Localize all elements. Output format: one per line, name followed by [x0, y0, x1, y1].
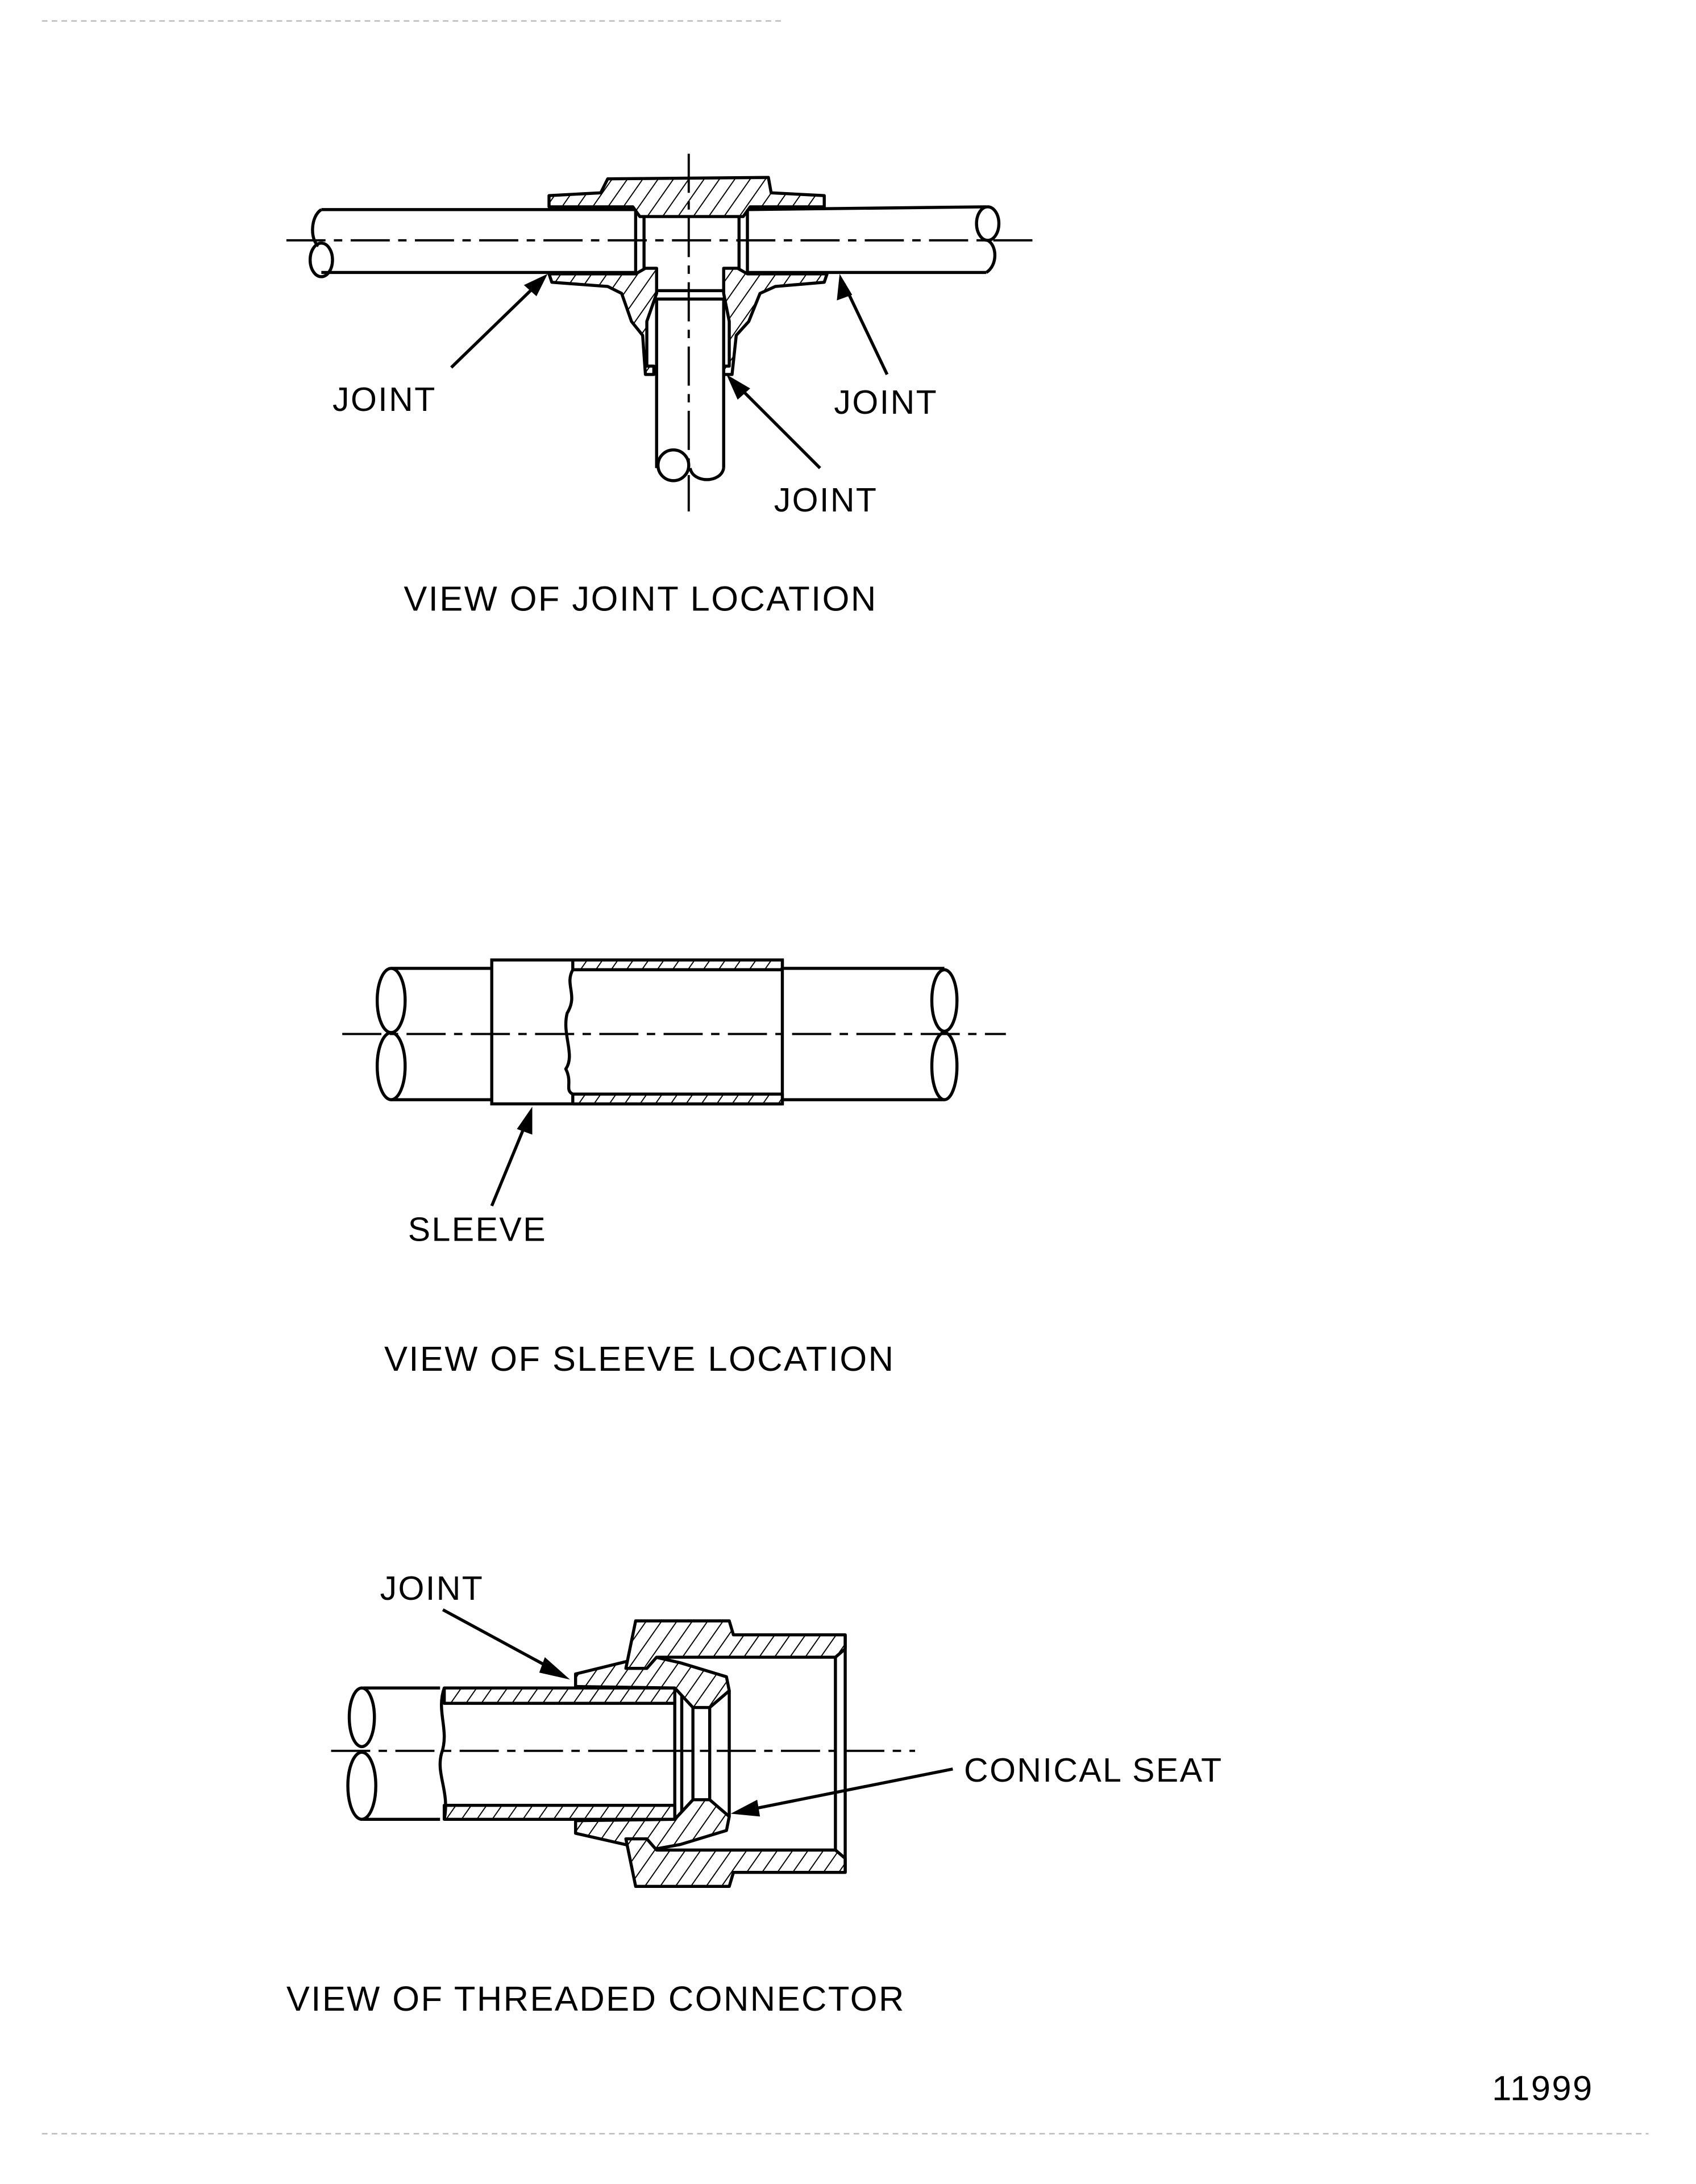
pipe-end-right-lower [930, 1031, 959, 1101]
tee-body-bottom-left [547, 267, 658, 376]
leader-arrow-bottom [731, 378, 821, 469]
threaded-connector-figure: JOINT CONICAL SEAT VIEW OF THREADED CONN… [286, 1570, 1223, 2019]
joint-label: JOINT [380, 1570, 484, 1607]
leader-arrow-conical-seat [743, 1767, 953, 1813]
pipe-end-left [308, 242, 334, 278]
joint-label-left: JOINT [332, 381, 437, 418]
joint-label-right: JOINT [834, 384, 938, 421]
vertical-pipe [655, 299, 725, 468]
horizontal-pipe [321, 205, 987, 274]
pipe-end-right [975, 205, 1001, 242]
leader-arrow-joint [442, 1608, 560, 1674]
leader-arrow-left [450, 278, 543, 369]
sleeve-label: SLEEVE [408, 1210, 547, 1248]
figure-number: 11999 [1492, 2069, 1594, 2108]
leader-arrow-sleeve [490, 1117, 530, 1207]
tee-body-bottom-right [722, 267, 829, 376]
ferrule-bottom [573, 1798, 731, 1852]
conical-seat-label: CONICAL SEAT [964, 1752, 1223, 1789]
tee-fitting-figure: JOINT JOINT JOINT VIEW OF JOINT LOCATION [286, 153, 1034, 618]
ferrule-top [573, 1654, 731, 1709]
tee-body-top [547, 176, 826, 218]
caption-sleeve-location: VIEW OF SLEEVE LOCATION [384, 1339, 895, 1379]
pipe-end [347, 1686, 376, 1749]
leader-arrow-right [842, 282, 889, 376]
pipe-end-left [375, 967, 407, 1034]
joint-label-bottom: JOINT [774, 481, 878, 519]
caption-threaded-connector: VIEW OF THREADED CONNECTOR [286, 1979, 905, 2019]
sleeve [490, 958, 784, 1106]
caption-joint-location: VIEW OF JOINT LOCATION [404, 579, 877, 618]
pipe-end-left-lower [375, 1031, 407, 1101]
pipe-end-right [930, 968, 959, 1033]
sleeve-figure: SLEEVE VIEW OF SLEEVE LOCATION [342, 958, 1006, 1379]
